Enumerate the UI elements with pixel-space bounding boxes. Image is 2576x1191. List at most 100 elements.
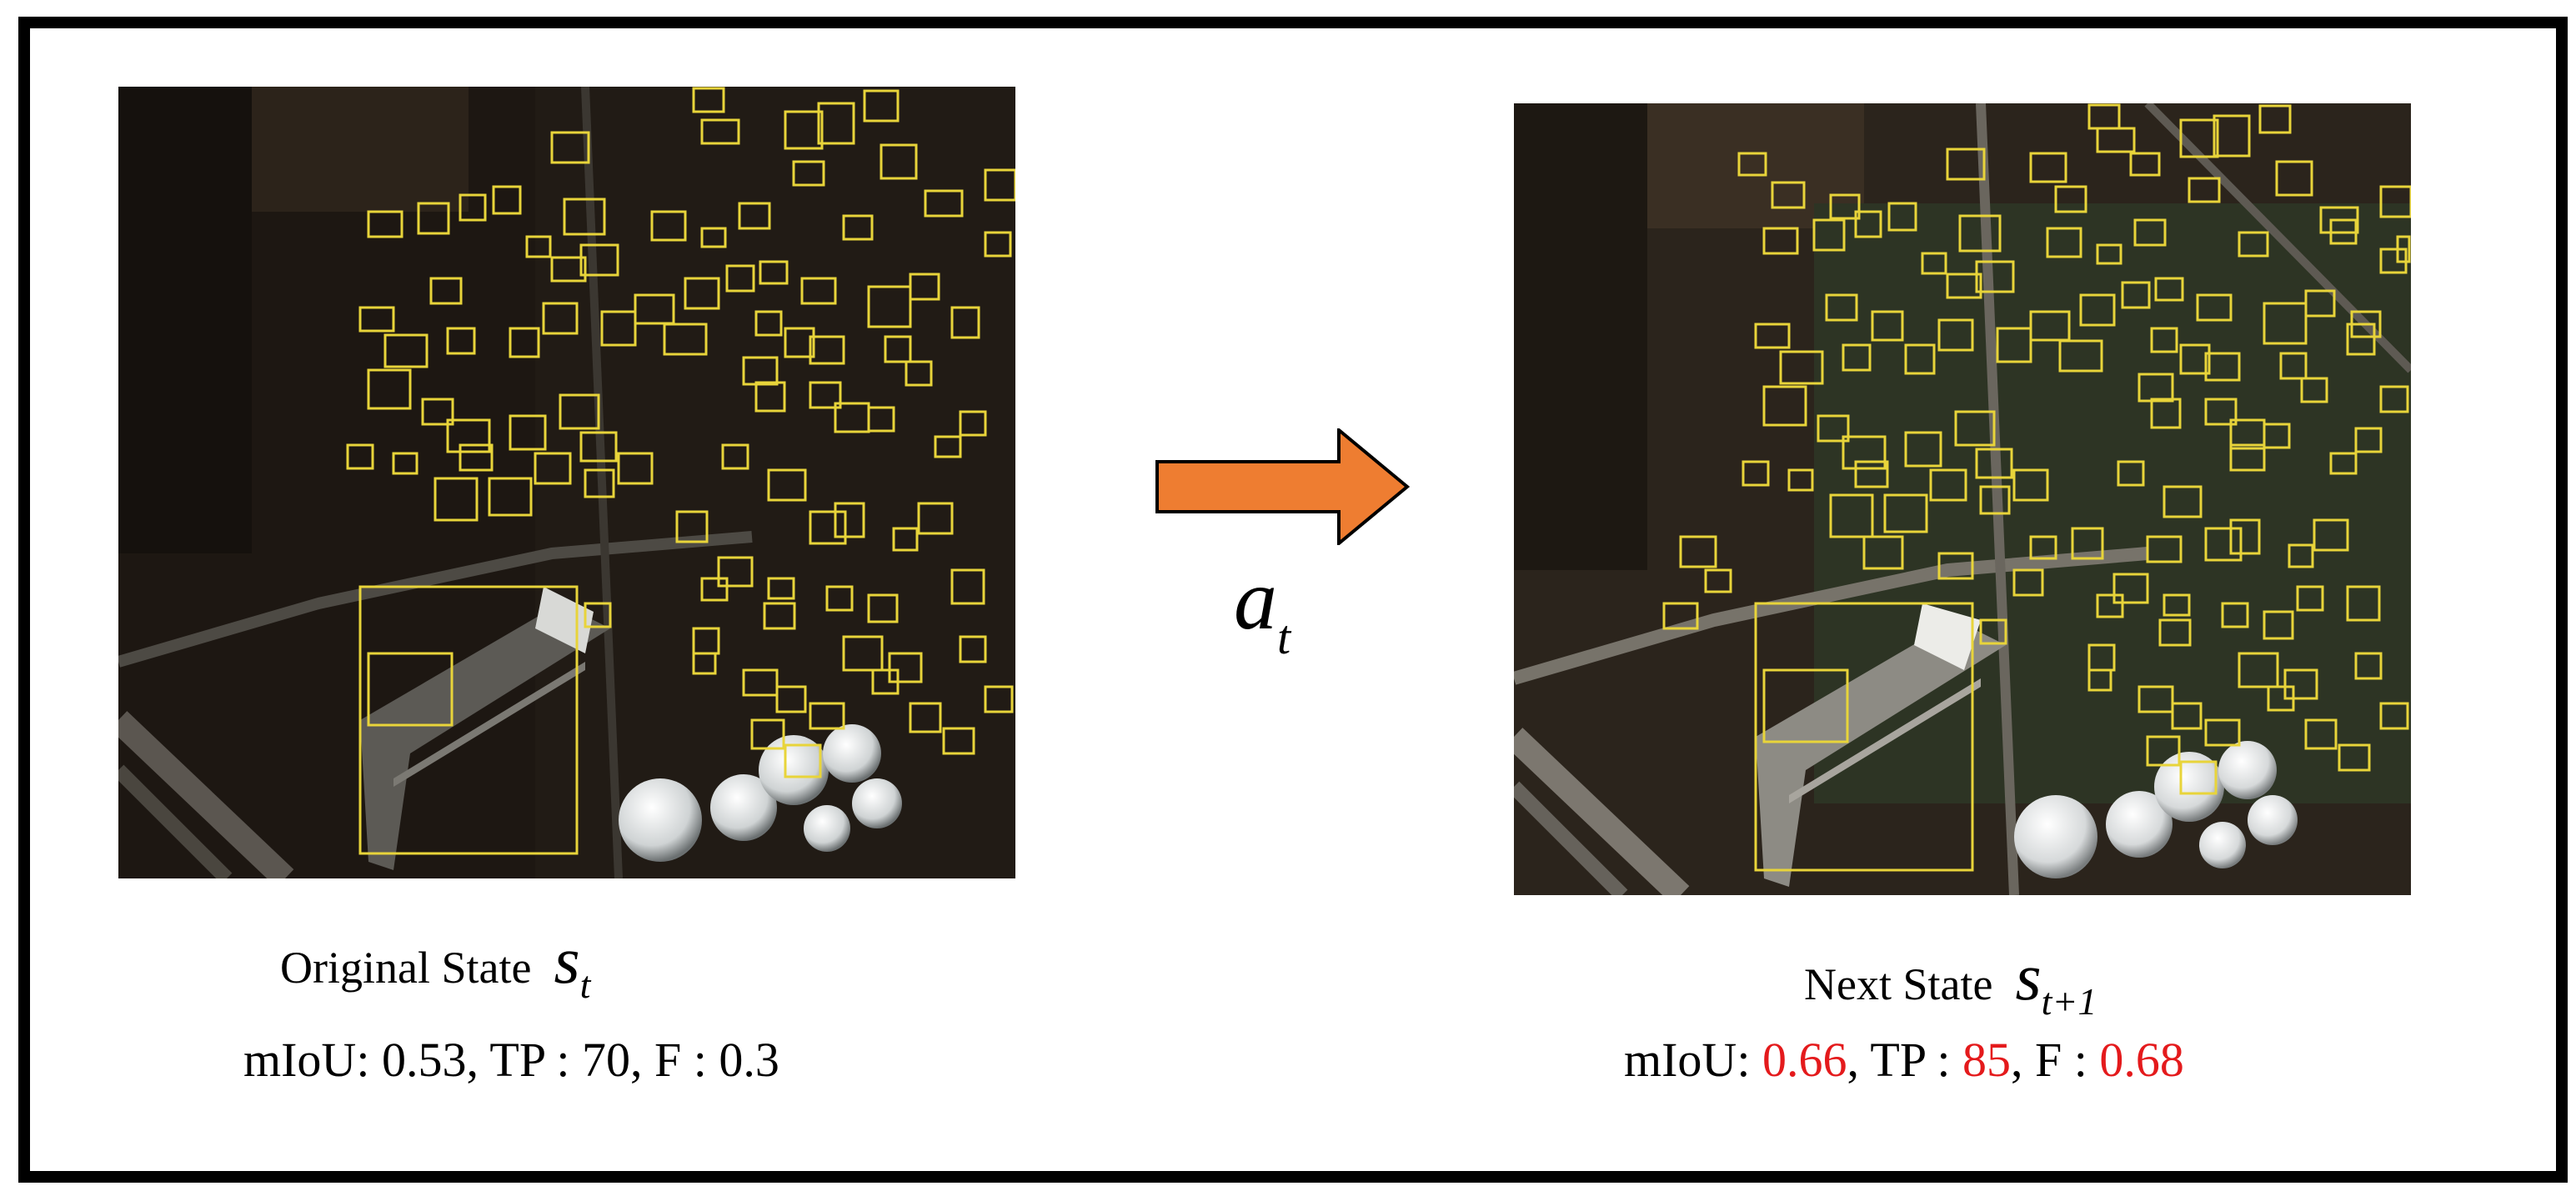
storage-tank (2154, 752, 2224, 822)
detection-box (2319, 206, 2359, 234)
forest-area (118, 87, 252, 553)
detection-box (367, 210, 403, 238)
next-state-subscript: t+1 (2041, 980, 2097, 1023)
detection-box (2146, 535, 2183, 563)
factory-roof-bright (535, 587, 594, 653)
original-state-image (118, 87, 1015, 878)
storage-tank (2248, 795, 2298, 845)
forest-area (1514, 103, 1647, 570)
detection-box (905, 360, 933, 387)
detection-box (2121, 281, 2151, 309)
storage-tank (2106, 791, 2173, 858)
detection-box (700, 227, 727, 248)
detection-box (1954, 410, 1996, 447)
factory-roof (1756, 620, 2006, 887)
detection-box (1862, 535, 1904, 570)
detection-box (2054, 185, 2087, 213)
detection-box (2346, 323, 2376, 356)
detection-box (2133, 218, 2167, 247)
detection-box (2288, 543, 2314, 568)
tp-value: 70 (582, 1033, 631, 1087)
railway (1514, 728, 1690, 895)
detection-box (809, 335, 845, 365)
detection-box (759, 260, 789, 285)
detection-box (750, 718, 785, 750)
detection-box (383, 333, 428, 368)
next-state-text: Next State (1804, 959, 1993, 1009)
detection-box (2179, 343, 2211, 375)
detection-box (1812, 218, 1846, 252)
action-symbol: a (1234, 552, 1277, 648)
detection-box (2263, 423, 2291, 449)
detection-box (800, 277, 837, 305)
detection-box (1946, 148, 1986, 181)
detection-box (763, 602, 796, 630)
detection-box (2188, 177, 2221, 203)
tp-label: , TP : (1847, 1033, 1963, 1087)
transition-arrow-icon (1155, 428, 1411, 545)
detection-box (367, 652, 454, 727)
detection-box (884, 335, 912, 363)
detection-box (346, 443, 374, 470)
detection-box (809, 510, 847, 545)
detection-box (1975, 448, 2013, 479)
detection-box (754, 381, 786, 413)
residential-area (1814, 203, 2411, 803)
detection-box (358, 306, 395, 333)
detection-box (1704, 568, 1732, 593)
detection-box (1979, 618, 2007, 645)
detection-box (579, 243, 619, 277)
detection-box (767, 577, 795, 600)
next-state-symbol: s (2015, 941, 2042, 1014)
detection-box (1662, 602, 1699, 630)
action-label: at (1234, 550, 1291, 664)
railway (1514, 781, 1628, 895)
road (118, 531, 753, 668)
detection-box (1929, 468, 1967, 502)
detection-box (942, 727, 975, 755)
detection-box (2112, 573, 2149, 604)
detection-box (1779, 350, 1824, 385)
detection-box (492, 185, 522, 215)
detection-box (2296, 585, 2324, 612)
detection-box (2171, 702, 2203, 730)
railway (118, 764, 233, 878)
detection-box (2396, 235, 2411, 263)
detection-box (2096, 243, 2122, 265)
detection-box (2204, 352, 2241, 382)
detection-box (2137, 685, 2174, 713)
detection-box (721, 443, 749, 470)
road (1976, 103, 2019, 895)
detection-box (738, 202, 771, 230)
detection-box (1937, 318, 1974, 352)
detection-box (867, 285, 912, 328)
detection-box (2229, 443, 2266, 472)
detection-box (934, 435, 962, 458)
detection-box (959, 635, 987, 663)
detection-box (950, 568, 985, 605)
detection-box (2196, 293, 2233, 322)
storage-tank (759, 735, 829, 805)
detection-box (600, 310, 637, 347)
detection-box (2137, 373, 2174, 403)
detection-box (1737, 152, 1767, 177)
detection-box (579, 431, 618, 463)
detection-box (2221, 602, 2249, 628)
f-label: , F : (2011, 1033, 2100, 1087)
detection-box (1825, 293, 1858, 322)
next-state-svg (1514, 103, 2411, 895)
detection-box (2346, 585, 2381, 622)
detection-box (542, 302, 579, 335)
storage-tank (619, 778, 702, 862)
detection-box (809, 381, 842, 409)
detection-box (1762, 227, 1799, 255)
detection-box (1754, 323, 1791, 349)
detection-box (2279, 352, 2308, 380)
detection-boxes (346, 87, 1015, 855)
detection-box (2150, 398, 2182, 429)
detection-box (2087, 668, 2112, 692)
detection-box (634, 293, 675, 325)
railway (118, 711, 294, 878)
detection-box (2179, 760, 2218, 795)
miou-label: mIoU: (1624, 1033, 1762, 1087)
